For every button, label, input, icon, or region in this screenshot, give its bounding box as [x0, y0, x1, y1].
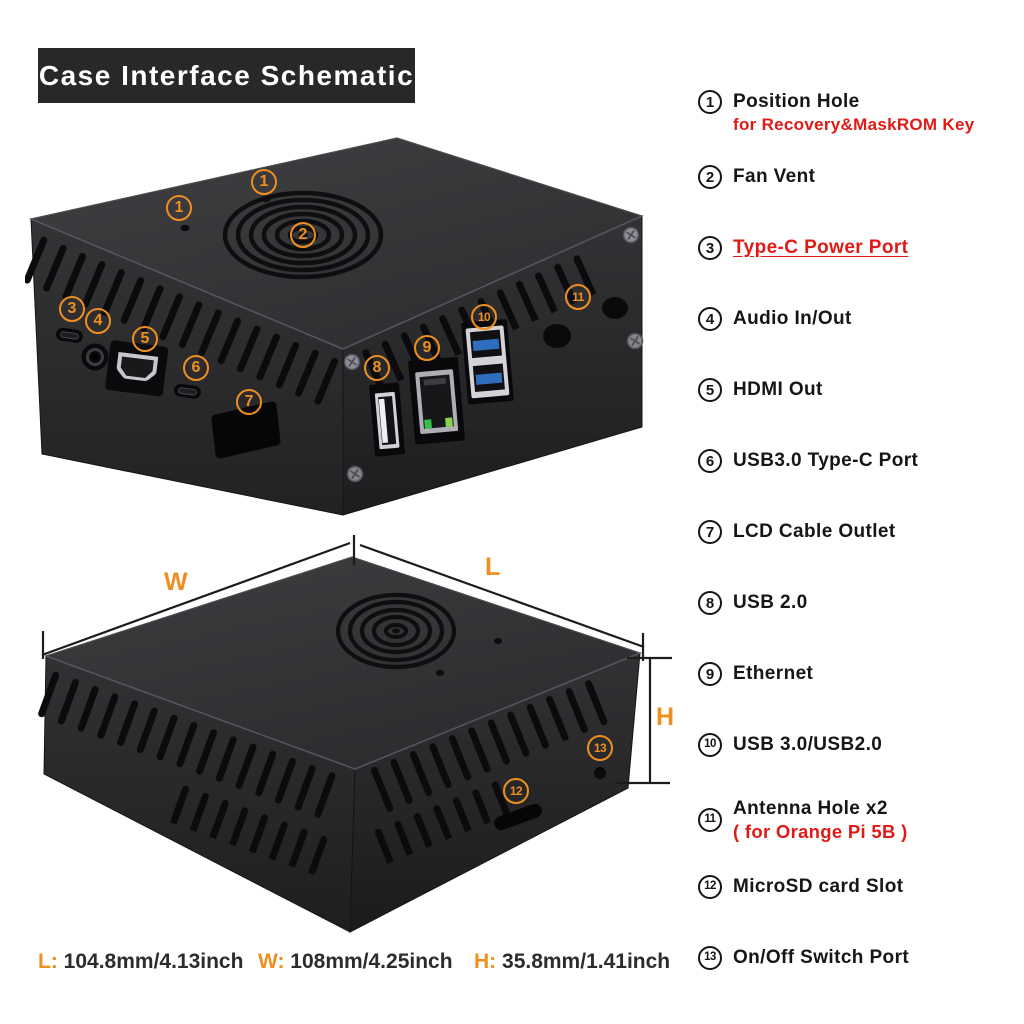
case-drawing-bottom — [30, 535, 672, 933]
vent-slots-front — [362, 671, 615, 816]
callout-lcd-outlet: 7 — [236, 389, 262, 415]
fan-vent — [222, 190, 384, 280]
legend-item-fan-vent: 2 Fan Vent — [698, 165, 815, 189]
legend-number: 1 — [698, 90, 722, 114]
callout-audio: 4 — [85, 308, 111, 334]
legend-item-microsd: 12 MicroSD card Slot — [698, 875, 903, 899]
legend-item-lcd-outlet: 7 LCD Cable Outlet — [698, 520, 896, 544]
dimension-line-h — [615, 656, 672, 785]
legend-item-type-c-power: 3 Type-C Power Port — [698, 236, 908, 260]
height-dimension-label: H — [656, 703, 675, 731]
hdmi-port — [105, 340, 169, 397]
vent-slots-left — [30, 663, 340, 823]
usb3-type-c-port — [174, 383, 201, 399]
legend-sublabel: ( for Orange Pi 5B ) — [733, 821, 908, 842]
screw — [343, 353, 361, 371]
legend-number: 6 — [698, 449, 722, 473]
legend-item-onoff-switch: 13 On/Off Switch Port — [698, 946, 909, 970]
vent-slots-front-lower — [366, 771, 519, 866]
callout-usb2: 8 — [364, 355, 390, 381]
legend-label: Fan Vent — [733, 166, 816, 187]
dimension-line-l — [352, 535, 645, 661]
length-dimension-label: L — [485, 553, 501, 581]
legend-label: Position Hole — [733, 91, 860, 112]
width-dimension-label: W — [164, 568, 188, 596]
legend-item-usb3-type-c: 6 USB3.0 Type-C Port — [698, 449, 918, 473]
callout-position-hole-b: 1 — [166, 195, 192, 221]
height-dimension-value: H: 35.8mm/1.41inch — [474, 950, 671, 973]
legend-number: 9 — [698, 662, 722, 686]
page-title: Case Interface Schematic — [38, 59, 415, 91]
legend-label: USB 2.0 — [733, 592, 808, 613]
legend-label: Ethernet — [733, 663, 814, 684]
callout-position-hole-a: 1 — [251, 169, 277, 195]
type-c-power-port — [56, 327, 83, 343]
microsd-slot — [494, 803, 542, 831]
audio-jack — [81, 343, 109, 371]
onoff-switch-hole — [594, 767, 606, 779]
callout-usb3-type-c: 6 — [183, 355, 209, 381]
callout-usb3-usb2: 10 — [471, 304, 497, 330]
vent-slots-left — [25, 227, 344, 412]
legend-item-usb3-usb2: 10 USB 3.0/USB2.0 — [698, 733, 882, 757]
callout-microsd: 12 — [503, 778, 529, 804]
screw — [622, 226, 640, 244]
legend-item-ethernet: 9 Ethernet — [698, 662, 813, 686]
position-hole — [180, 224, 190, 232]
legend-item-antenna-hole: 11 Antenna Hole x2 ( for Orange Pi 5B ) — [698, 797, 908, 843]
title-banner: Case Interface Schematic — [38, 48, 415, 103]
legend: 1 Position Hole for Recovery&MaskROM Key… — [698, 0, 1020, 1024]
legend-label: USB 3.0/USB2.0 — [733, 734, 883, 755]
legend-label: Antenna Hole x2 — [733, 798, 888, 819]
dimension-photo: W L H 12 13 — [30, 535, 680, 965]
legend-label: Audio In/Out — [733, 308, 852, 329]
legend-number: 4 — [698, 307, 722, 331]
antenna-hole — [543, 324, 571, 348]
legend-label: MicroSD card Slot — [733, 876, 904, 897]
legend-number: 5 — [698, 378, 722, 402]
case-drawing-top — [25, 137, 644, 516]
legend-sublabel: for Recovery&MaskROM Key — [733, 115, 975, 134]
legend-label: On/Off Switch Port — [733, 947, 910, 968]
legend-number: 8 — [698, 591, 722, 615]
usb3-dual-port — [461, 319, 514, 405]
usb2-port — [369, 382, 405, 457]
position-hole — [261, 195, 271, 203]
legend-number: 12 — [698, 875, 722, 899]
legend-item-position-hole: 1 Position Hole for Recovery&MaskROM Key — [698, 90, 975, 135]
legend-number: 13 — [698, 946, 722, 970]
legend-item-usb2: 8 USB 2.0 — [698, 591, 808, 615]
legend-number: 3 — [698, 236, 722, 260]
width-dimension-value: W: 108mm/4.25inch — [258, 950, 453, 973]
screw — [346, 465, 364, 483]
dimensions-row: L: 104.8mm/4.13inch W: 108mm/4.25inch H:… — [0, 950, 700, 980]
callout-type-c-power: 3 — [59, 296, 85, 322]
legend-item-hdmi: 5 HDMI Out — [698, 378, 823, 402]
callout-ethernet: 9 — [414, 335, 440, 361]
top-view-photo: 1 1 2 3 4 5 6 7 8 9 10 11 — [25, 135, 675, 520]
callout-fan-vent: 2 — [290, 222, 316, 248]
dimension-line-w — [41, 541, 351, 659]
callout-antenna-hole: 11 — [565, 284, 591, 310]
legend-label: LCD Cable Outlet — [733, 521, 896, 542]
fan-vent — [335, 592, 457, 670]
legend-label: Type-C Power Port — [733, 237, 909, 258]
ethernet-port — [408, 356, 465, 445]
legend-number: 2 — [698, 165, 722, 189]
position-hole — [493, 638, 503, 644]
length-dimension-value: L: 104.8mm/4.13inch — [38, 950, 244, 973]
legend-label: HDMI Out — [733, 379, 823, 400]
position-hole — [435, 670, 445, 676]
callout-onoff-switch: 13 — [587, 735, 613, 761]
legend-label: USB3.0 Type-C Port — [733, 450, 919, 471]
callout-hdmi: 5 — [132, 326, 158, 352]
legend-item-audio: 4 Audio In/Out — [698, 307, 852, 331]
legend-number: 7 — [698, 520, 722, 544]
vent-slots-left-lower — [164, 777, 338, 878]
legend-number: 11 — [698, 808, 722, 832]
legend-number: 10 — [698, 733, 722, 757]
antenna-hole — [602, 297, 628, 319]
screw — [626, 332, 644, 350]
